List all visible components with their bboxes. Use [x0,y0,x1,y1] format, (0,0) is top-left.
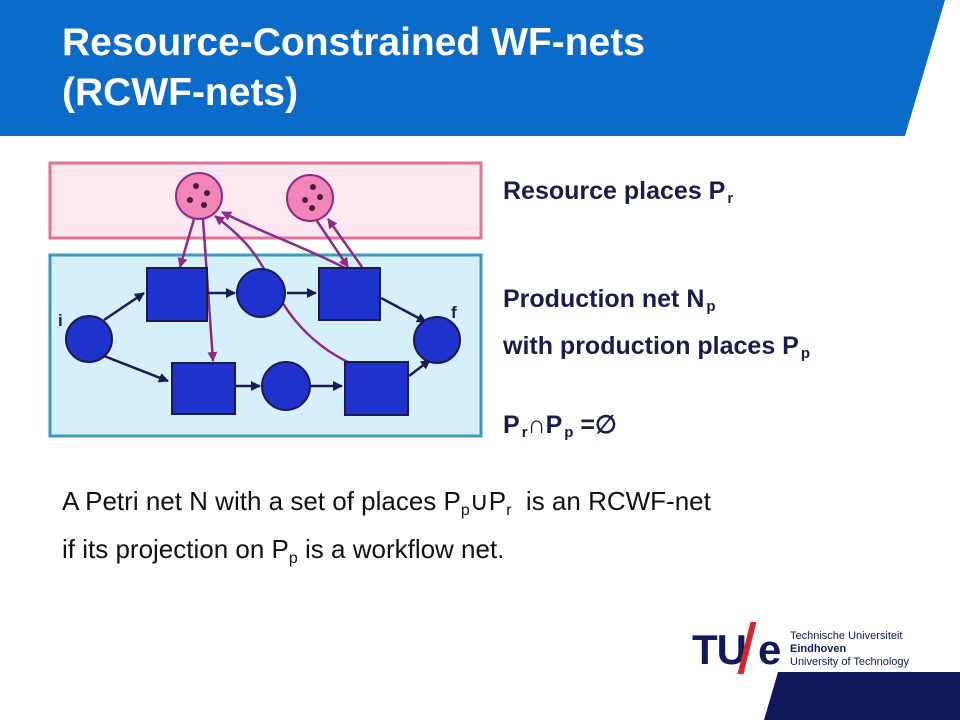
title-banner [0,0,960,140]
initial-place [65,315,113,363]
production-places-sub: p [800,345,811,362]
production-places-text: with production places P [503,332,799,360]
def-l1-b: is an RCWF-net [511,486,711,516]
arc-i-to-t1 [103,291,145,322]
resource-place-2 [286,174,334,222]
def-l1-sub2: r [506,502,512,519]
transition-3 [344,361,409,416]
definition-line-1: A Petri net N with a set of places Pp∪Pr… [62,482,711,530]
transition-1 [146,267,208,322]
final-place [413,316,461,364]
arc-t2-to-r2 [326,218,364,268]
arc-t2-to-f [380,296,427,324]
resource-places-sub: r [727,190,734,207]
corner-decoration [764,672,960,720]
place-p1 [236,268,286,318]
intersection-s2: p [564,424,574,441]
def-l1-sub1: p [460,502,470,519]
logo-line-2: Eindhoven [790,643,847,655]
definition-line-2: if its projection on Pp is a workflow ne… [62,530,711,578]
transition-4 [171,362,236,415]
logo-e: e [758,626,782,673]
transition-2 [318,267,381,321]
def-l1-a: A Petri net N with a set of places P [62,486,461,516]
logo-line-3: University of Technology [790,656,910,668]
arc-t3-to-f [408,359,431,377]
logo-line-1: Technische Universiteit [790,630,903,642]
place-p2 [261,361,311,411]
definition-text: A Petri net N with a set of places Pp∪Pr… [62,482,711,578]
logo-text: Technische Universiteit Eindhoven Univer… [790,630,909,669]
production-net-text: Production net N [503,285,705,313]
def-l2-sub: p [288,550,298,567]
production-net-sub: p [706,298,716,315]
production-arcs [103,288,431,391]
tue-logo: TU e Technische Universiteit Eindhoven U… [688,622,918,678]
def-l1-union: ∪P [469,486,507,516]
arc-r2-to-t2 [315,220,350,268]
arc-i-to-t4 [103,354,169,383]
title-line-2: (RCWF-nets) [62,71,299,114]
intersection-operator: ∩ [527,411,546,439]
intersection-equals-empty: =∅ [573,411,617,439]
intersection-s1: r [521,424,528,441]
resource-places-text: Resource places P [503,177,726,205]
def-l2-a: if its projection on P [62,534,289,564]
initial-place-label: i [58,311,63,330]
intersection-p1: P [503,411,520,439]
logo-tu: TU [692,626,747,673]
resource-place-1 [175,172,223,220]
def-l2-b: is a workflow net. [297,534,505,564]
final-place-label: f [451,303,457,322]
slide-title: Resource-Constrained WF-nets (RCWF-nets) [62,18,882,118]
title-line-1: Resource-Constrained WF-nets [62,21,645,64]
intersection-p2: P [545,411,563,439]
arc-r1-to-t1 [177,218,196,268]
resource-region [48,161,483,240]
arc-t2-to-r1 [221,210,346,270]
